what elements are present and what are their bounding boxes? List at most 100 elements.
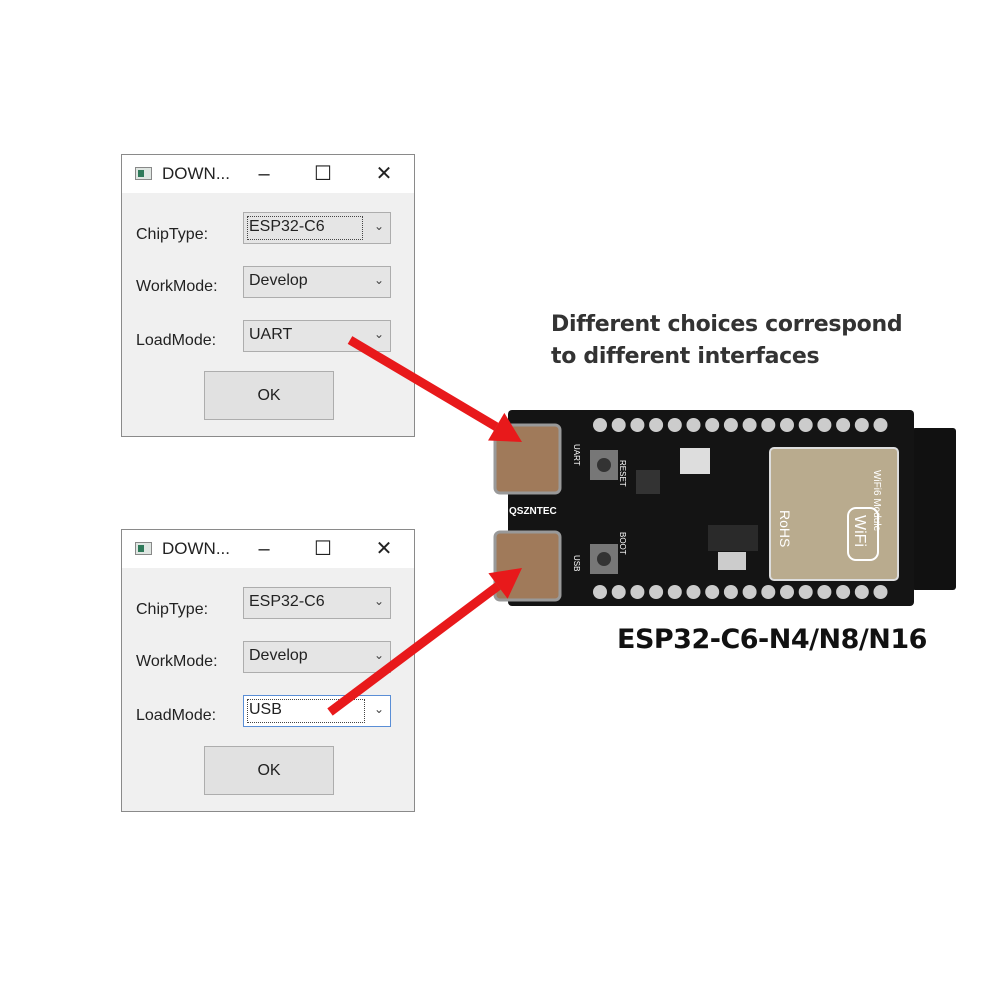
close-button[interactable]: ✕ <box>375 163 393 185</box>
chip-type-value: ESP32-C6 <box>249 218 325 235</box>
header-pin <box>780 418 794 432</box>
brand-label: QSZNTEC <box>509 506 557 517</box>
chevron-down-icon: ⌄ <box>373 702 384 716</box>
title-bar: DOWN... – ☐ ✕ <box>122 155 414 193</box>
chevron-down-icon: ⌄ <box>373 273 384 287</box>
header-pin <box>686 418 701 432</box>
header-pin <box>649 418 664 432</box>
header-pin <box>593 418 607 432</box>
app-icon <box>135 167 152 180</box>
caption-line-1: Different choices correspond <box>551 312 903 337</box>
regulator <box>708 525 758 551</box>
boot-label: BOOT <box>618 532 627 555</box>
pin-header-top <box>593 418 888 432</box>
header-pin <box>742 418 757 432</box>
wifi-logo-text: WiFi <box>851 515 868 547</box>
work-mode-label: WorkMode: <box>136 653 218 670</box>
header-pin <box>705 418 720 432</box>
header-pin <box>667 585 682 599</box>
header-pin <box>854 585 869 599</box>
chevron-down-icon: ⌄ <box>373 594 384 608</box>
reset-button <box>590 450 618 480</box>
header-pin <box>705 585 720 599</box>
usb-uart-chip <box>636 470 660 494</box>
header-pin <box>798 418 813 432</box>
dialog-title: DOWN... <box>162 539 230 558</box>
header-pin <box>798 585 813 599</box>
load-mode-value: USB <box>249 701 282 718</box>
antenna-block <box>912 428 956 590</box>
ok-button[interactable]: OK <box>204 746 334 795</box>
work-mode-label: WorkMode: <box>136 278 218 295</box>
header-pin <box>761 585 776 599</box>
chip-type-value: ESP32-C6 <box>249 593 325 610</box>
work-mode-select[interactable]: Develop ⌄ <box>243 641 391 673</box>
arrow-head-icon <box>488 568 522 599</box>
header-pin <box>854 418 869 432</box>
header-pin <box>780 585 794 599</box>
close-button[interactable]: ✕ <box>375 538 393 560</box>
chevron-down-icon: ⌄ <box>373 327 384 341</box>
load-mode-label: LoadMode: <box>136 707 217 724</box>
maximize-button[interactable]: ☐ <box>314 163 332 185</box>
title-bar: DOWN... – ☐ ✕ <box>122 530 414 568</box>
header-pin <box>836 418 851 432</box>
rgb-led <box>680 448 710 474</box>
focus-rect <box>247 216 363 240</box>
header-pin <box>593 585 607 599</box>
download-dialog-uart: DOWN... – ☐ ✕ ChipType: ESP32-C6 ⌄ WorkM… <box>121 154 415 437</box>
header-pin <box>630 418 645 432</box>
arrow-head-icon <box>488 412 522 442</box>
header-pin <box>667 418 682 432</box>
header-pin <box>873 585 888 599</box>
header-pin <box>742 585 757 599</box>
dialog-title: DOWN... <box>162 164 230 183</box>
rohs-mark: RoHS <box>777 510 793 547</box>
maximize-button[interactable]: ☐ <box>314 538 332 560</box>
usb-label: USB <box>572 555 581 571</box>
header-pin <box>817 418 832 432</box>
minimize-button[interactable]: – <box>258 538 270 560</box>
header-pin <box>723 418 738 432</box>
header-pin <box>761 418 776 432</box>
minimize-button[interactable]: – <box>258 163 270 185</box>
load-mode-label: LoadMode: <box>136 332 217 349</box>
caption: Different choices correspond to differen… <box>551 309 903 373</box>
chip-type-label: ChipType: <box>136 601 209 618</box>
header-pin <box>686 585 701 599</box>
wifi-module <box>769 447 899 581</box>
header-pin <box>611 418 626 432</box>
chevron-down-icon: ⌄ <box>373 648 384 662</box>
header-pin <box>873 418 888 432</box>
uart-label: UART <box>572 444 581 466</box>
header-pin <box>817 585 832 599</box>
header-pin <box>836 585 851 599</box>
usb-c-port-usb <box>493 530 562 602</box>
ok-button[interactable]: OK <box>204 371 334 420</box>
load-mode-select[interactable]: UART ⌄ <box>243 320 391 352</box>
reset-label: RESET <box>618 460 627 487</box>
usb-c-port-uart <box>493 423 562 495</box>
work-mode-select[interactable]: Develop ⌄ <box>243 266 391 298</box>
caption-line-2: to different interfaces <box>551 344 820 369</box>
header-pin <box>630 585 645 599</box>
header-pin <box>649 585 664 599</box>
header-pin <box>611 585 626 599</box>
pcb-board <box>508 410 914 606</box>
pin-header-bottom <box>593 585 888 599</box>
boot-button <box>590 544 618 574</box>
chip-type-select[interactable]: ESP32-C6 ⌄ <box>243 212 391 244</box>
work-mode-value: Develop <box>249 647 308 664</box>
chevron-down-icon: ⌄ <box>373 219 384 233</box>
work-mode-value: Develop <box>249 272 308 289</box>
header-pin <box>723 585 738 599</box>
load-mode-select[interactable]: USB ⌄ <box>243 695 391 727</box>
chip-type-label: ChipType: <box>136 226 209 243</box>
download-dialog-usb: DOWN... – ☐ ✕ ChipType: ESP32-C6 ⌄ WorkM… <box>121 529 415 812</box>
board-model: ESP32-C6-N4/N8/N16 <box>617 624 927 655</box>
app-icon <box>135 542 152 555</box>
wifi-logo <box>847 507 879 561</box>
load-mode-value: UART <box>249 326 293 343</box>
chip-type-select[interactable]: ESP32-C6 ⌄ <box>243 587 391 619</box>
